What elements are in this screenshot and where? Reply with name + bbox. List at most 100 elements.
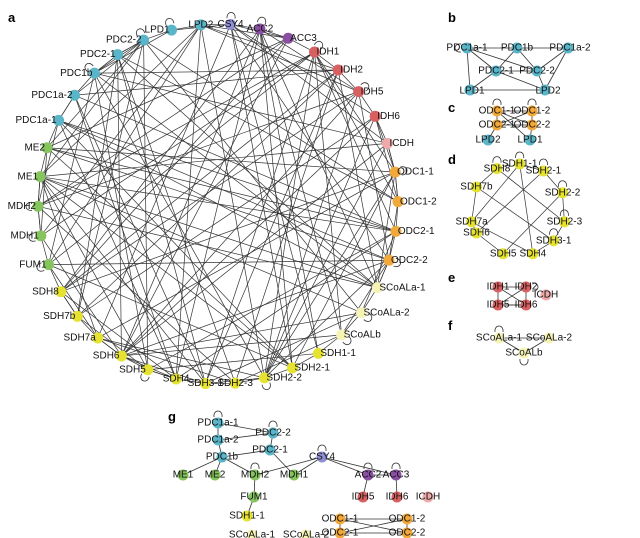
panel-d-node-label: SDH2-1 (526, 166, 562, 177)
panel-d-node-label: SDH7a (456, 217, 489, 228)
panel-g-node-label: FUM1 (240, 492, 268, 503)
panel-a-self-loop (261, 382, 271, 390)
panel-a-node-label: SCoALa-2 (363, 307, 410, 318)
panel-a-edge (58, 120, 177, 380)
panel-a-edge (230, 24, 390, 261)
panel-b-node-pdc1b (511, 42, 523, 54)
panel-a-self-loop (393, 257, 401, 268)
panel-a-edge (39, 24, 202, 177)
panel-d-node-label: SDH1-1 (502, 159, 538, 170)
panel-g-node-label: PDC2-1 (252, 445, 288, 456)
panel-a-node-label: ACC3 (290, 33, 317, 44)
panel-a-edge (200, 24, 265, 378)
panel-c-node-lpd2 (482, 134, 494, 146)
panel-g-node-me2 (209, 469, 221, 481)
panel-a-node-idh5 (353, 86, 365, 98)
panel-g-node-scoala-1 (246, 529, 258, 538)
panel-a-edge (143, 39, 362, 313)
panel-c-node-label: ODC1-1 (479, 106, 516, 117)
panel-a-node-label: SDH2-3 (217, 378, 253, 389)
panel-a-edge (97, 337, 236, 384)
panel-a-node-mdh1 (35, 230, 47, 242)
panel-d-edge (476, 232, 504, 255)
panel-a-edge (264, 91, 359, 379)
panel-a-self-loop (25, 201, 33, 211)
panel-a-self-loop (136, 28, 146, 37)
panel-a-node-lpd2 (195, 19, 207, 31)
panel-e-self-loop (531, 282, 539, 292)
panel-a-edge (39, 176, 378, 288)
panel-g-node-label: ME2 (205, 470, 226, 481)
panel-d-node-sdh3-1 (548, 235, 560, 247)
panel-c-node-lpd1 (524, 134, 536, 146)
panel-d-edge (476, 186, 554, 242)
panel-a-node-label: PDC1a-2 (31, 90, 73, 101)
panel-a-node-sdh2-1 (286, 362, 298, 374)
panel-a-edge (175, 28, 261, 380)
panel-e-node-idh2 (520, 281, 532, 293)
panel-b-edge (495, 70, 546, 91)
panel-d-node-sdh7a (466, 216, 478, 228)
panel-a-edge (94, 73, 149, 370)
panel-a-node-sdh5 (142, 364, 154, 376)
panel-a-node-label: IDH2 (340, 65, 363, 76)
panel-a-edge (39, 176, 206, 384)
panel-c-edge (496, 110, 531, 141)
panel-e-node-icdh (540, 289, 552, 301)
panel-g-node-icdh (422, 491, 434, 503)
panel-a-node-pdc2-1 (112, 49, 124, 61)
panel-a-node-label: IDH6 (377, 111, 400, 122)
panel-b-edge (544, 47, 569, 91)
panel-c-self-loop (527, 98, 537, 106)
panel-g-node-label: ICDH (416, 492, 440, 503)
panel-a-node-odc1-2 (392, 196, 404, 208)
panel-b-edge (466, 47, 471, 91)
panel-d-node-sdh4 (527, 248, 539, 260)
panel-a-edge (341, 260, 390, 336)
panel-a-edge (74, 94, 397, 232)
panel-d-self-loop (515, 151, 525, 159)
panel-g-node-pdc2-2 (267, 427, 279, 439)
panel-a-edge (205, 69, 339, 384)
panel-g-node-odc1-1 (334, 513, 346, 525)
panel-b-node-label: PDC1a-1 (446, 43, 488, 54)
panel-a-node-idh1 (309, 46, 321, 58)
panel-a-edge (46, 147, 396, 173)
panel-a-edge (314, 51, 399, 202)
panel-a-node-label: PDC2-1 (80, 49, 116, 60)
panel-a-node-label: ODC1-2 (400, 196, 437, 207)
panel-a-edge (37, 206, 236, 384)
panel-a-self-loop (226, 12, 236, 19)
panel-a-edge (40, 51, 315, 237)
panel-a-edge (117, 54, 206, 384)
panel-g-node-odc2-1 (334, 527, 346, 538)
panel-g-node-me1 (177, 469, 189, 481)
panel-a-node-label: LPD1 (145, 25, 170, 36)
panel-a-edge (77, 69, 339, 317)
panel-a-edge (97, 24, 231, 339)
panel-g-node-label: SCoALa-2 (283, 530, 330, 538)
panel-a-edge (74, 95, 177, 380)
panel-d-self-loop (492, 156, 502, 163)
panel-d-node-label: SDH5 (490, 248, 517, 259)
panel-a-node-label: ME2 (24, 142, 45, 153)
panel-a-edge (60, 171, 396, 293)
panel-a-edge (230, 24, 319, 354)
panel-a-node-label: SDH1-1 (320, 348, 356, 359)
panel-b-node-pdc1a-1 (461, 42, 473, 54)
network-edges (25, 12, 569, 534)
panel-a-node-pdc1b (88, 67, 100, 79)
panel-a-node-pdc1a-1 (53, 114, 65, 126)
panel-b-node-lpd2 (539, 84, 551, 96)
panel-d-node-label: SDH7b (460, 182, 493, 193)
panel-g-node-odc1-2 (401, 513, 413, 525)
panel-d-node-label: SDH3-1 (536, 235, 572, 246)
panel-a-edge (60, 69, 339, 292)
panel-d-self-loop (559, 209, 569, 216)
panel-a-edge (48, 264, 99, 339)
panel-d-node-label: SDH4 (519, 248, 546, 259)
panel-d-node-sdh8 (491, 163, 503, 175)
panel-a-node-pdc1a-2 (69, 89, 81, 101)
